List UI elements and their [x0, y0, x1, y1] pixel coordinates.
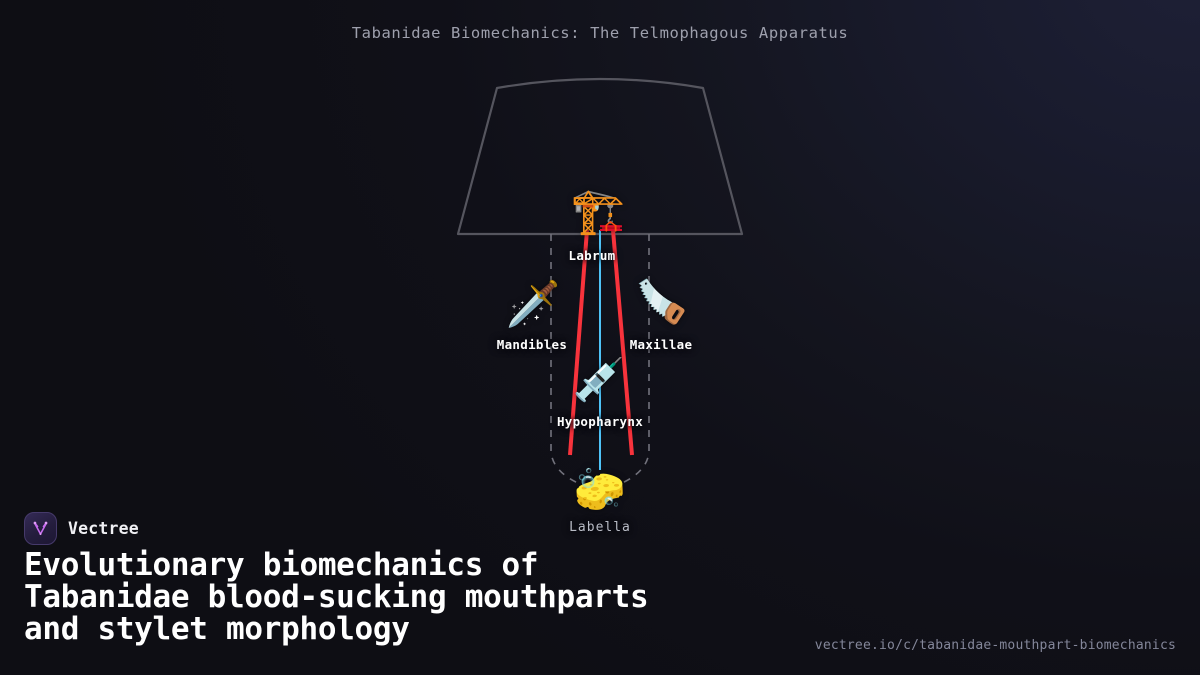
dagger-icon: 🗡️	[505, 279, 561, 330]
headline-line-3: and stylet morphology	[24, 611, 410, 647]
brand-name: Vectree	[68, 519, 139, 538]
saw-icon: 🪚	[635, 277, 689, 326]
vectree-branch-glyph	[33, 521, 48, 536]
part-label-mandibles: Mandibles	[496, 337, 568, 352]
crane-icon: 🏗️	[570, 186, 626, 237]
stylet-group	[568, 229, 634, 470]
headline-line-1: Evolutionary biomechanics of	[24, 547, 539, 583]
part-label-labella: Labella	[569, 520, 631, 535]
headline-line-2: Tabanidae blood-sucking mouthparts	[24, 579, 649, 615]
sponge-icon: 🧽	[573, 465, 627, 514]
part-label-hypopharynx: Hypopharynx	[556, 414, 644, 429]
headline: Evolutionary biomechanics of Tabanidae b…	[24, 549, 824, 645]
vectree-branch-logo	[24, 512, 57, 545]
footer-url: vectree.io/c/tabanidae-mouthpart-biomech…	[814, 638, 1176, 653]
brand-block: Vectree	[24, 512, 139, 545]
part-label-maxillae: Maxillae	[629, 337, 693, 352]
part-label-labrum: Labrum	[568, 248, 616, 263]
syringe-icon: 💉	[572, 355, 626, 404]
visualization-title: Tabanidae Biomechanics: The Telmophagous…	[351, 24, 849, 42]
